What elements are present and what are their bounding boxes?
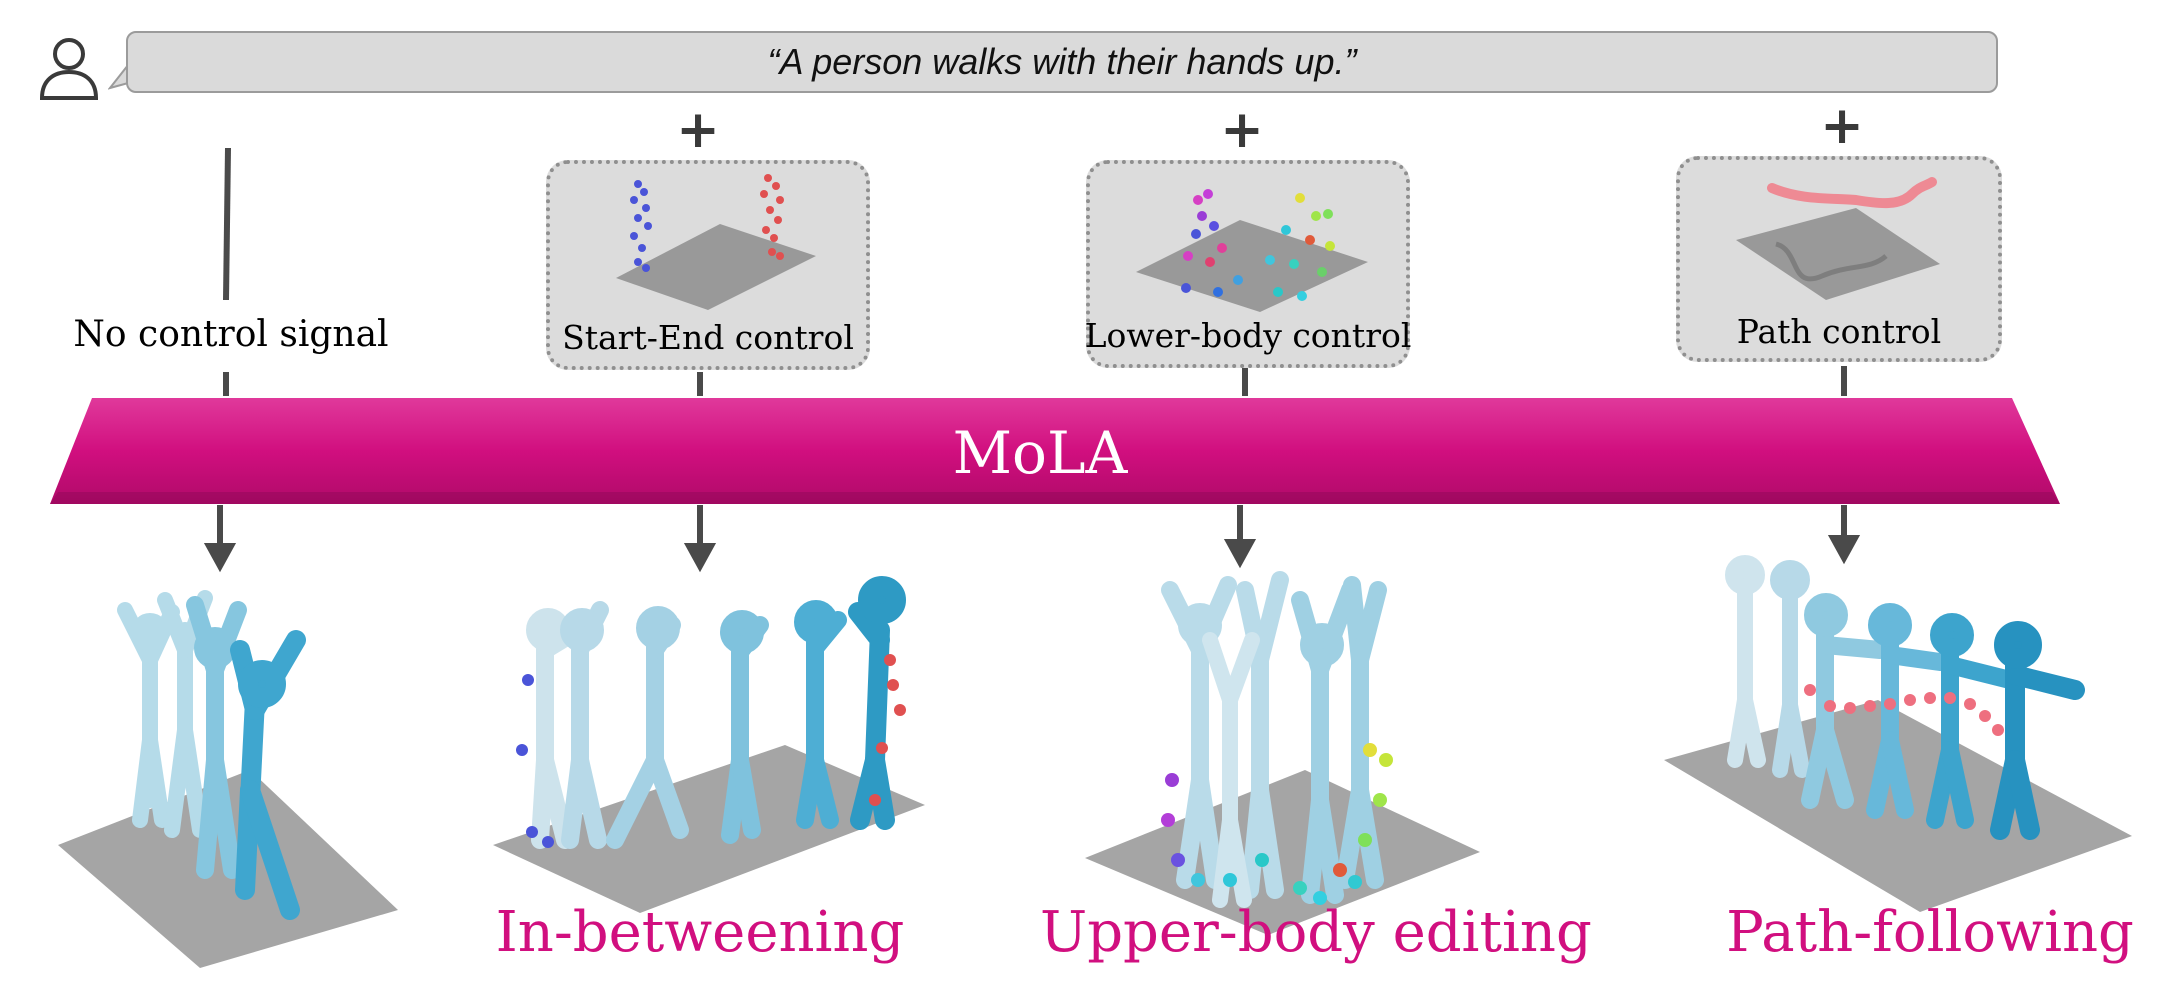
start-end-control-label: Start-End control [562,318,854,357]
lower-body-markers [1161,743,1393,905]
lower-body-control-label: Lower-body control [1084,316,1412,355]
figures-upper-body [1161,571,1393,908]
figures-path-following [1725,555,2085,840]
user-icon [39,38,99,100]
outcome-upper-body-editing: Upper-body editing [1040,900,1592,965]
arrow-head-lower-body [1223,539,1257,569]
output-floor-3 [1085,770,1480,935]
prompt-bubble [126,31,1998,93]
end-markers [869,654,906,806]
no-control-signal-label: No control signal [73,314,389,355]
connector-lines [223,147,1847,396]
plus-sign-lower-body: + [1220,100,1264,160]
human-figures [117,555,2085,920]
path-control-label: Path control [1736,312,1942,351]
arrow-head-path [1827,535,1861,565]
path-control-illustration [1736,177,1940,300]
path-markers [1804,684,2004,736]
prompt-text: “A person walks with their hands up.” [767,41,1357,82]
plus-sign-path: + [1820,96,1864,156]
figures-no-control [117,590,306,920]
arrow-head-start-end [683,543,717,573]
figures-in-betweening [516,576,906,849]
lower-body-control-illustration [1136,189,1368,312]
mola-model-label: MoLA [952,419,1128,487]
mola-band [50,398,2060,504]
plus-sign-start-end: + [676,100,720,160]
arrow-head-no-control [203,543,237,573]
start-markers [516,674,554,848]
start-end-control-illustration [616,174,816,310]
connector-no-control-top [223,147,231,301]
outcome-path-following: Path-following [1726,900,2134,965]
output-arrows [203,505,1861,573]
outcome-in-betweening: In-betweening [495,900,905,965]
